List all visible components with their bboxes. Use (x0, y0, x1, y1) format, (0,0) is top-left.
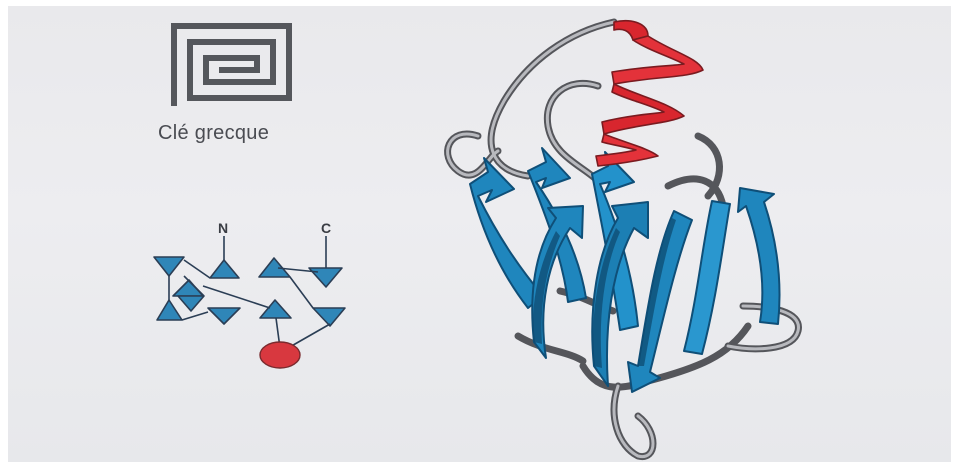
helix-turn-3 (602, 84, 684, 134)
strand-6 (628, 211, 692, 392)
protein-ribbon (8, 6, 951, 462)
helix-turn-2 (612, 36, 703, 84)
figure-page: Clé grecque (8, 6, 951, 462)
helix-turn-4 (596, 134, 658, 166)
